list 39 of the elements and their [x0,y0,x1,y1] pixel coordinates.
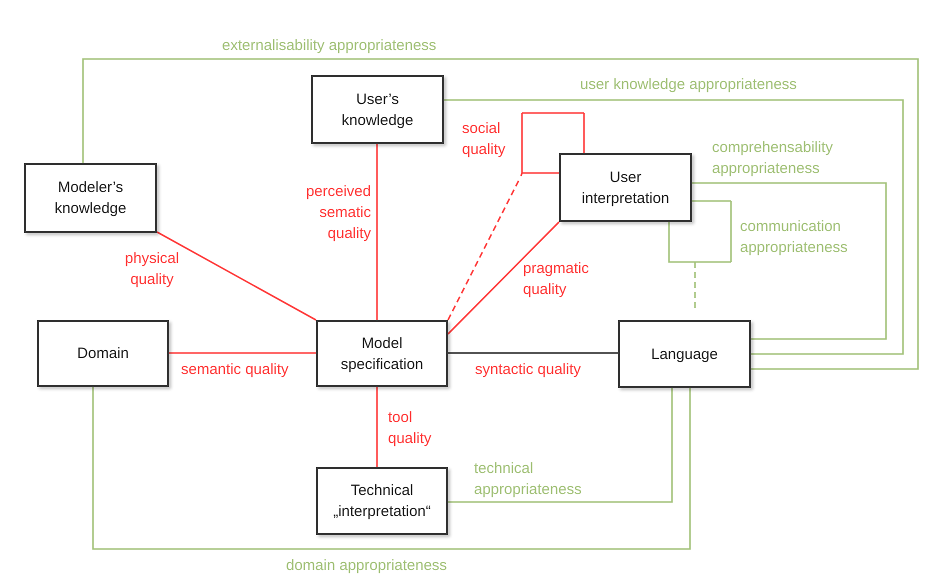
edge-label: communication appropriateness [740,217,849,258]
edge-label: syntactic quality [475,360,582,380]
connector-line [376,387,378,467]
edge-label: user knowledge appropriateness [580,75,798,95]
connector-line [448,352,618,354]
edge-label: physical quality [124,249,180,290]
node-label: Model specification [340,334,424,374]
node-label: Technical „interpretation“ [332,481,432,522]
connector-line [156,231,316,321]
edge-label: comprehensability appropriateness [712,138,834,179]
node-label: User interpretation [580,168,670,208]
connector-line [447,221,560,335]
edge-label: perceived sematic quality [304,182,371,244]
edge-label: tool quality [388,408,432,449]
node-label: Domain [77,344,129,364]
connector-line [444,99,904,355]
edge-label: domain appropriateness [286,556,448,576]
node-label: Language [651,344,718,364]
concept-box [559,153,692,222]
edge-label: technical appropriateness [474,459,583,500]
connector-line [448,388,673,503]
edge-label: pragmatic quality [523,259,590,300]
connector-line [92,387,691,550]
node-label: User’s knowledge [340,90,414,130]
concept-box [37,320,169,387]
concept-box [24,163,157,233]
connector-line [376,144,378,320]
edge-label: social quality [462,119,506,160]
concept-box [316,320,448,387]
edge-label: externalisability appropriateness [222,36,438,56]
edge-label: semantic quality [181,360,290,380]
concept-box [316,467,448,535]
concept-box [618,320,751,388]
connector-line [82,58,919,370]
connector-line [169,352,316,354]
connector-line [447,112,585,320]
node-label: Modeler’s knowledge [54,178,128,219]
concept-box [311,75,444,144]
connector-line [692,182,887,340]
